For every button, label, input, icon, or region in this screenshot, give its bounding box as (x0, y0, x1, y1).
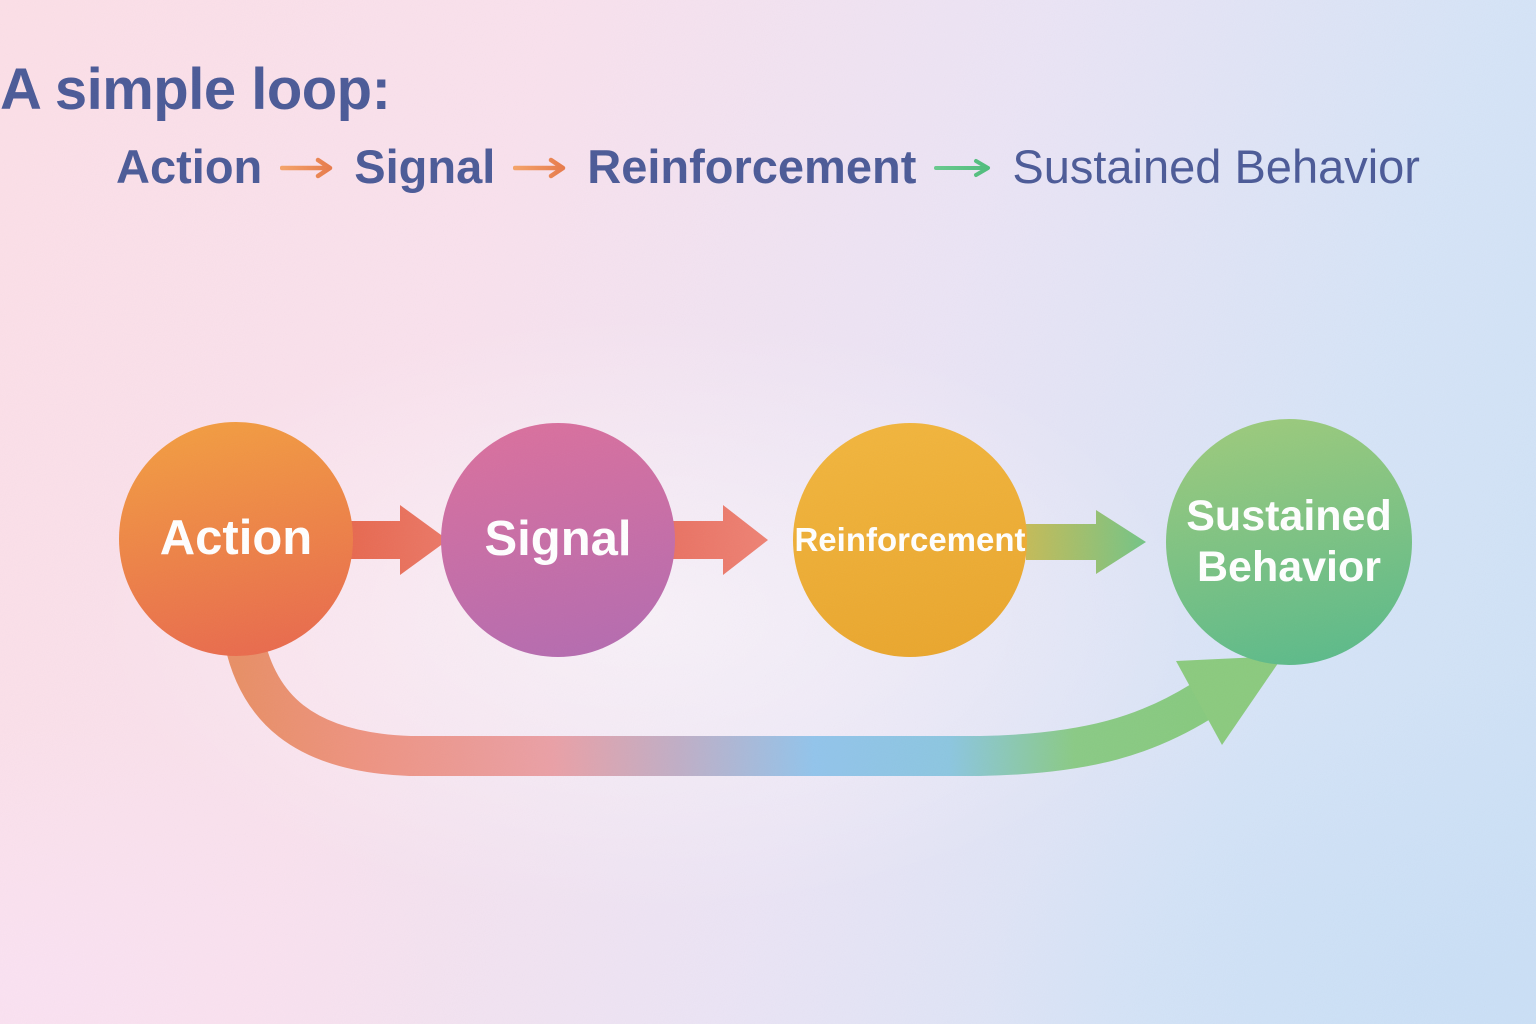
connector-arrow-action-signal (348, 505, 448, 575)
connector-arrow-signal-reinforcement (671, 505, 768, 575)
orange-arrow-icon (280, 157, 333, 179)
connector-arrow-reinforcement-sustained (1026, 510, 1146, 574)
equation-term-signal: Signal (354, 139, 496, 193)
orange-arrow-icon (513, 157, 566, 179)
equation-term-sustained-behavior: Sustained Behavior (1012, 139, 1420, 193)
node-reinforcement-circle: Reinforcement (793, 423, 1027, 657)
flow-equation: Action Signal Reinforcement Sustained Be… (0, 134, 1536, 198)
equation-term-reinforcement: Reinforcement (587, 139, 917, 193)
node-sustained-behavior-label: Sustained Behavior (1186, 492, 1392, 591)
green-arrow-icon (934, 159, 991, 177)
node-action-circle: Action (119, 422, 353, 656)
node-signal-label: Signal (484, 512, 632, 567)
equation-term-action: Action (116, 139, 263, 193)
node-sustained-behavior-circle: Sustained Behavior (1166, 419, 1412, 665)
feedback-loop-arrow (224, 635, 1211, 776)
node-signal-circle: Signal (441, 423, 675, 657)
page-title: A simple loop: (0, 57, 391, 122)
node-action-label: Action (159, 511, 313, 566)
node-reinforcement-label: Reinforcement (794, 520, 1026, 558)
